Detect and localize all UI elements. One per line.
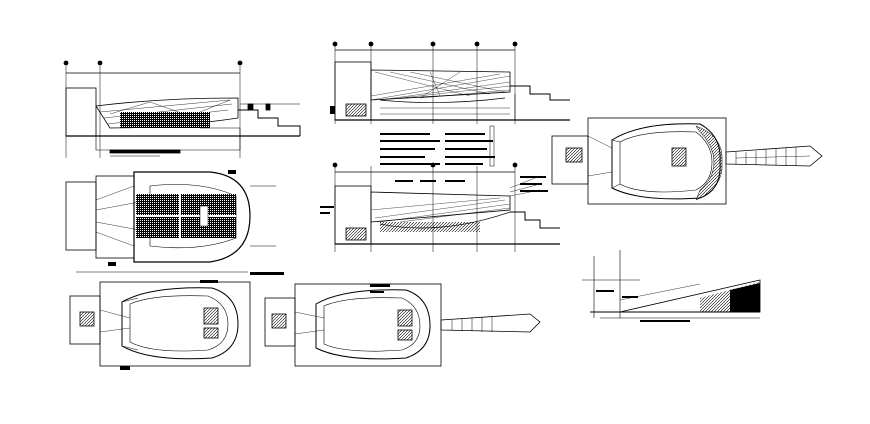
plan-bottom-middle xyxy=(264,283,541,367)
section-2 xyxy=(330,41,570,124)
plan-bottom-left xyxy=(69,280,251,370)
plan-top-right xyxy=(551,117,823,205)
dimension-table xyxy=(380,125,495,167)
plan-seating xyxy=(65,170,284,275)
section-1 xyxy=(63,60,301,158)
ramp-detail xyxy=(582,250,761,322)
section-3 xyxy=(320,162,560,252)
